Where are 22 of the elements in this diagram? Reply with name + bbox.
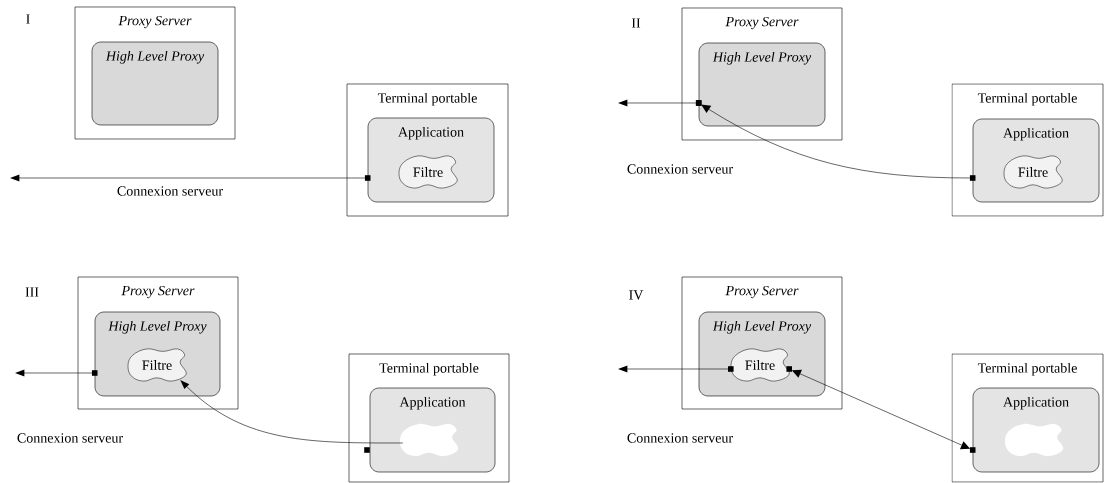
filter-cloud: Filtre (1003, 155, 1063, 189)
edge-label: Connexion serveur (17, 433, 123, 443)
arrow (10, 174, 371, 182)
cloud-shape (1005, 423, 1064, 457)
proxy-box: High Level Proxy (91, 41, 219, 126)
panel-number: I (26, 14, 30, 24)
filter-cloud: Filtre (127, 348, 187, 382)
panel-number: III (25, 287, 39, 297)
filter-cloud: Filtre (730, 348, 790, 382)
arrow (786, 366, 976, 453)
arrow (618, 365, 734, 373)
edge-label: Connexion serveur (627, 433, 733, 443)
proxy-box: High Level Proxy (698, 42, 826, 127)
panel-number: II (631, 18, 641, 28)
arrow (695, 100, 976, 181)
filter-cloud: Filtre (398, 155, 458, 189)
edge-label: Connexion serveur (117, 186, 223, 196)
arrow (15, 369, 98, 377)
arrow (180, 380, 404, 444)
edge-label: Connexion serveur (627, 164, 733, 174)
panel-number: IV (629, 290, 644, 300)
cloud-shape (400, 423, 459, 457)
